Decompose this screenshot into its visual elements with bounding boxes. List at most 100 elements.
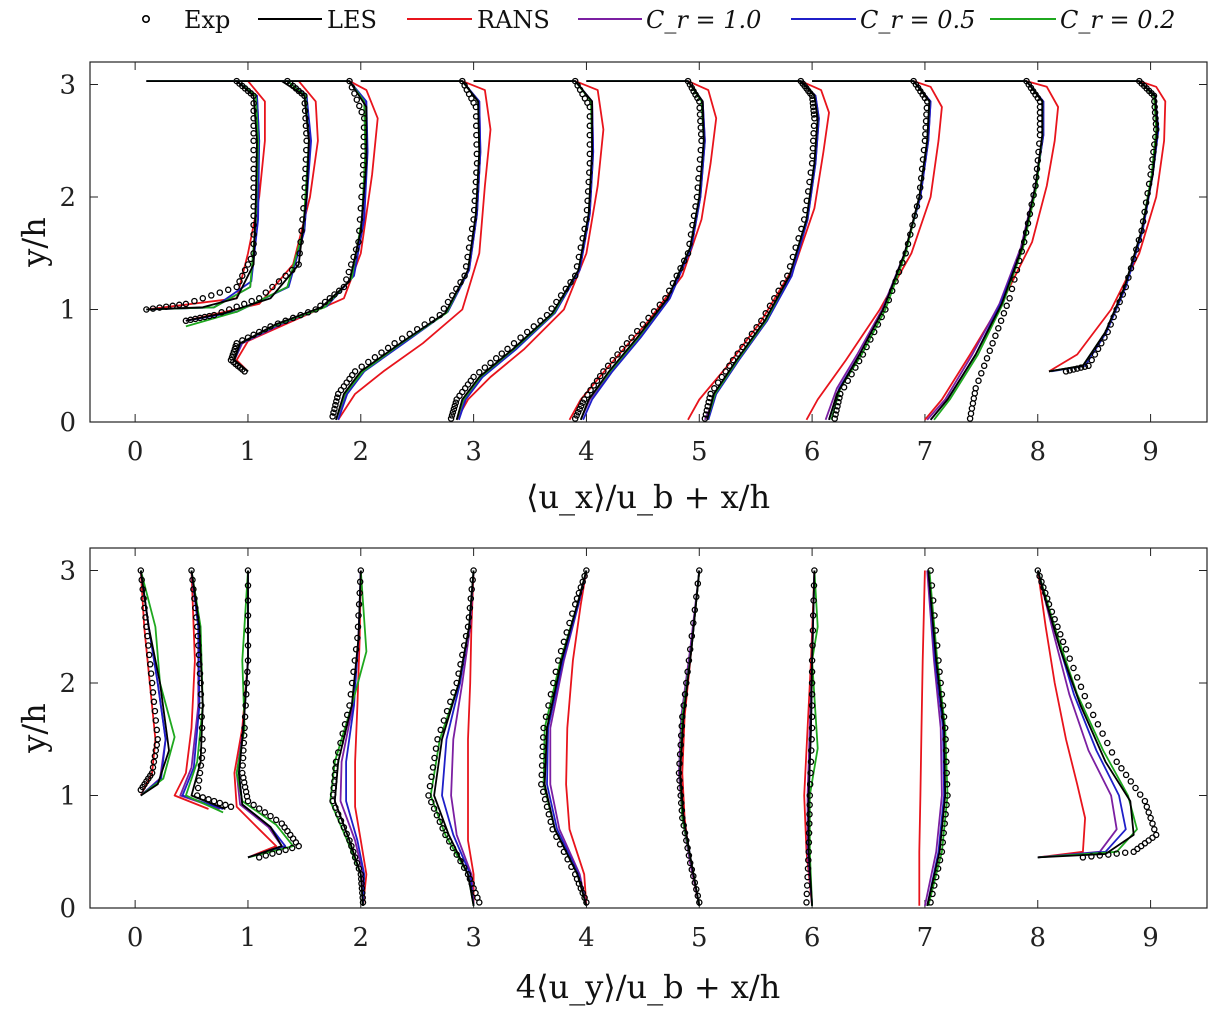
exp-marker <box>360 124 368 131</box>
exp-marker <box>805 848 812 856</box>
exp-marker <box>169 302 176 310</box>
exp-marker <box>448 292 456 299</box>
exp-marker <box>563 629 570 636</box>
exp-marker <box>586 150 594 158</box>
exp-marker <box>250 212 257 220</box>
exp-marker <box>492 355 500 362</box>
exp-marker <box>931 612 938 619</box>
exp-marker <box>683 679 690 687</box>
exp-marker <box>457 857 464 865</box>
x-tick-label: 5 <box>691 923 708 953</box>
exp-marker <box>696 104 703 112</box>
exp-marker <box>199 295 207 302</box>
exp-marker <box>669 280 677 287</box>
exp-marker <box>331 291 338 298</box>
x-tick-label: 8 <box>1029 437 1046 467</box>
exp-marker <box>1026 210 1034 218</box>
exp-marker <box>585 178 592 186</box>
top-panel-frame <box>89 61 1208 423</box>
exp-marker <box>1085 702 1092 709</box>
exp-marker <box>1089 711 1097 719</box>
exp-marker <box>807 169 815 176</box>
exp-marker <box>176 301 183 309</box>
exp-marker <box>552 668 560 676</box>
profile-rans-line <box>805 80 943 421</box>
exp-marker <box>941 820 948 827</box>
exp-marker <box>811 115 818 122</box>
exp-marker <box>590 382 598 389</box>
exp-marker <box>139 586 146 593</box>
exp-marker <box>1143 803 1151 811</box>
exp-marker <box>288 266 296 274</box>
exp-marker <box>554 657 562 664</box>
exp-marker <box>199 736 206 743</box>
exp-marker <box>335 287 343 295</box>
exp-marker <box>460 642 468 649</box>
x-tick-label: 1 <box>240 437 257 467</box>
exp-marker <box>182 300 190 308</box>
exp-marker <box>553 298 560 306</box>
exp-marker <box>1121 849 1129 856</box>
exp-marker <box>150 698 158 706</box>
exp-marker <box>577 584 585 591</box>
exp-marker <box>557 647 565 655</box>
exp-marker <box>301 107 309 115</box>
exp-marker <box>355 865 363 872</box>
exp-marker <box>680 822 687 829</box>
exp-marker <box>539 752 546 760</box>
exp-marker <box>681 829 689 837</box>
exp-marker <box>356 216 364 223</box>
exp-marker <box>997 317 1005 325</box>
exp-marker <box>247 255 255 263</box>
exp-marker <box>498 350 506 357</box>
exp-marker <box>878 313 885 321</box>
exp-marker <box>1096 852 1104 859</box>
exp-marker <box>560 638 568 646</box>
exp-marker <box>331 778 338 785</box>
profile-rans-line <box>467 570 475 906</box>
exp-marker <box>885 296 893 304</box>
exp-marker <box>140 595 147 602</box>
exp-marker <box>243 679 251 687</box>
exp-marker <box>545 811 553 818</box>
exp-marker <box>911 212 919 220</box>
exp-marker <box>836 394 843 402</box>
exp-marker <box>250 184 257 191</box>
exp-marker <box>933 642 941 649</box>
exp-marker <box>681 691 689 698</box>
exp-marker <box>703 407 711 414</box>
exp-marker <box>808 691 816 698</box>
exp-marker <box>145 642 152 649</box>
y-tick-label: 3 <box>59 71 76 101</box>
exp-marker <box>331 405 338 413</box>
exp-marker <box>573 263 581 270</box>
exp-marker <box>448 412 456 419</box>
exp-marker <box>932 627 940 634</box>
exp-marker <box>910 77 917 85</box>
exp-marker <box>809 152 816 160</box>
exp-marker <box>191 297 198 305</box>
exp-marker <box>809 145 817 152</box>
profile-rans-line <box>803 570 816 906</box>
exp-marker <box>583 567 590 574</box>
exp-marker <box>348 84 356 91</box>
exp-marker <box>800 216 808 223</box>
exp-marker <box>538 771 545 779</box>
exp-marker <box>927 567 934 574</box>
exp-marker <box>462 263 470 270</box>
x-tick-label: 8 <box>1029 923 1046 953</box>
exp-marker <box>1011 276 1018 283</box>
exp-marker <box>425 792 432 799</box>
exp-marker <box>808 702 816 709</box>
exp-marker <box>1032 182 1039 190</box>
exp-marker <box>831 415 838 422</box>
exp-marker <box>193 623 201 631</box>
exp-marker <box>278 820 286 827</box>
exp-marker <box>1110 313 1117 321</box>
exp-marker <box>360 115 368 122</box>
exp-marker <box>469 576 476 584</box>
exp-marker <box>1024 220 1032 227</box>
exp-marker <box>844 377 852 385</box>
